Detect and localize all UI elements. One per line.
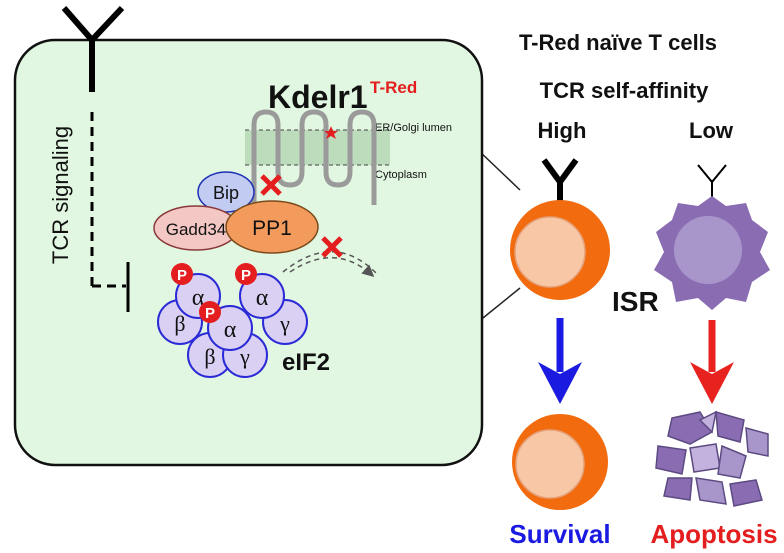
- phospho-marker-icon: P: [171, 263, 193, 285]
- mutation-star-icon: [324, 126, 338, 139]
- kdelr1-transmembrane-protein: [251, 109, 377, 205]
- cell-zoom-box: [13, 38, 484, 467]
- svg-text:P: P: [241, 267, 251, 284]
- eif2-complex: [157, 273, 308, 378]
- bip-label: Bip: [213, 183, 239, 203]
- survival-label: Survival: [509, 519, 610, 549]
- pp1-label: PP1: [252, 217, 292, 240]
- eif2-label: eIF2: [282, 349, 330, 376]
- alpha-label: α: [256, 285, 269, 311]
- t-cell-high-affinity: [510, 200, 610, 300]
- kdelr1-label: Kdelr1: [268, 79, 368, 115]
- t-cell-low-affinity: [654, 196, 770, 310]
- kdelr1-superscript: T-Red: [370, 78, 417, 97]
- svg-text:P: P: [205, 305, 215, 322]
- alpha-label: α: [192, 285, 205, 311]
- eif2-subunit-alpha: [239, 273, 285, 319]
- tcr-signaling-label: TCR signaling: [48, 126, 73, 264]
- pp1-protein: [225, 200, 319, 254]
- membrane-band: [245, 130, 390, 165]
- gamma-label: γ: [239, 344, 250, 369]
- alpha-label: α: [224, 317, 237, 343]
- phospho-marker-icon: P: [235, 263, 257, 285]
- er-golgi-lumen-label: ER/Golgi lumen: [375, 122, 452, 134]
- tcr-receptor-icon: [541, 158, 579, 204]
- apoptosis-label: Apoptosis: [650, 519, 777, 549]
- phospho-marker-icon: P: [199, 301, 221, 323]
- zoom-line-top: [477, 149, 521, 191]
- apoptosis-arrow: [690, 320, 734, 404]
- zoom-line-bottom: [477, 287, 521, 323]
- svg-text:P: P: [177, 267, 187, 284]
- high-affinity-label: High: [538, 118, 587, 143]
- apoptotic-fragments: [655, 410, 769, 507]
- header-line-1: T-Red naïve T cells: [519, 30, 717, 55]
- header-line-2: TCR self-affinity: [540, 78, 709, 103]
- surviving-cell: [512, 414, 608, 510]
- gadd34-label: Gadd34: [166, 220, 227, 239]
- tcr-receptor-icon: [61, 5, 125, 92]
- isr-label: ISR: [612, 286, 659, 317]
- beta-label: β: [174, 311, 185, 336]
- beta-label: β: [204, 344, 215, 369]
- low-affinity-label: Low: [689, 118, 734, 143]
- tcr-receptor-icon: [697, 164, 727, 200]
- blocked-x-icon: [260, 174, 282, 196]
- survival-arrow: [538, 318, 582, 404]
- inhibition-arrow-icon: [90, 112, 130, 312]
- gamma-label: γ: [279, 311, 290, 336]
- cytoplasm-label: Cytoplasm: [375, 169, 427, 181]
- dephosphorylation-arrow-inner: [289, 257, 375, 277]
- blocked-x-icon: [321, 236, 343, 258]
